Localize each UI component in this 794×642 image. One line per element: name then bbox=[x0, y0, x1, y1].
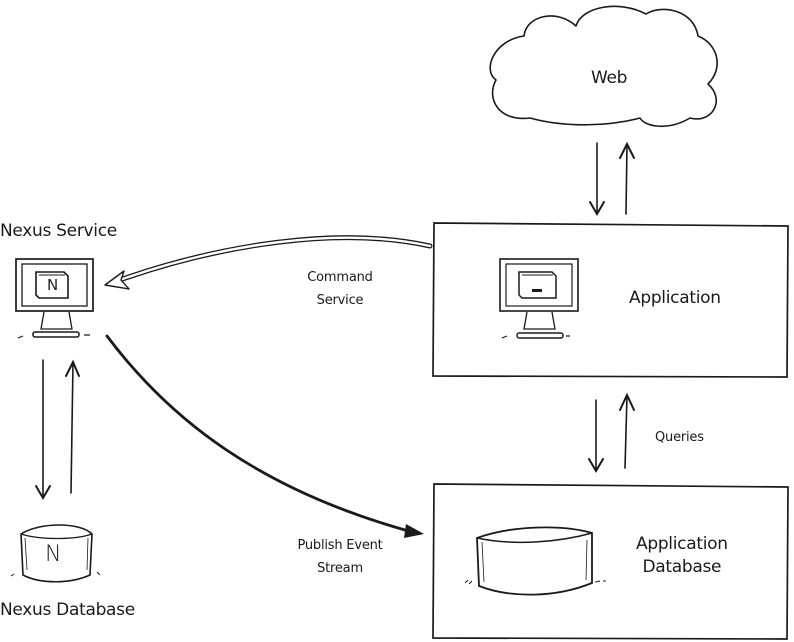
queries-arrows bbox=[588, 392, 635, 473]
application-database-label-line1: Application bbox=[636, 534, 728, 554]
application-database-label-line2: Database bbox=[642, 557, 722, 577]
web-cloud-icon bbox=[489, 5, 718, 128]
queries-label: Queries bbox=[655, 430, 704, 445]
application-monitor-icon bbox=[499, 258, 579, 339]
command-service-arrow bbox=[104, 235, 433, 290]
publish-event-stream-arrow bbox=[105, 334, 424, 538]
web-label: Web bbox=[591, 68, 628, 88]
application-database-icon bbox=[464, 526, 606, 596]
command-service-label-line1: Command bbox=[307, 270, 373, 285]
publish-event-stream-label-line1: Publish Event bbox=[297, 538, 383, 553]
nexus-service-label: Nexus Service bbox=[0, 221, 117, 241]
publish-event-stream-label-line2: Stream bbox=[317, 561, 363, 576]
nexus-service-letter: N bbox=[47, 276, 59, 294]
nexus-service-database-arrows bbox=[35, 359, 80, 500]
publish-event-stream-label: Publish Event Stream bbox=[290, 534, 390, 580]
command-service-label: Command Service bbox=[303, 266, 377, 312]
application-label: Application bbox=[629, 288, 721, 308]
application-database-label: Application Database bbox=[636, 533, 728, 579]
nexus-database-letter: N bbox=[45, 542, 62, 567]
nexus-database-label: Nexus Database bbox=[0, 600, 135, 620]
web-application-arrows bbox=[589, 141, 635, 216]
application-box bbox=[432, 222, 789, 378]
application-database-box bbox=[432, 483, 789, 640]
command-service-label-line2: Service bbox=[316, 293, 364, 308]
nexus-service-monitor-icon bbox=[15, 258, 94, 339]
nexus-database-icon bbox=[10, 524, 101, 583]
